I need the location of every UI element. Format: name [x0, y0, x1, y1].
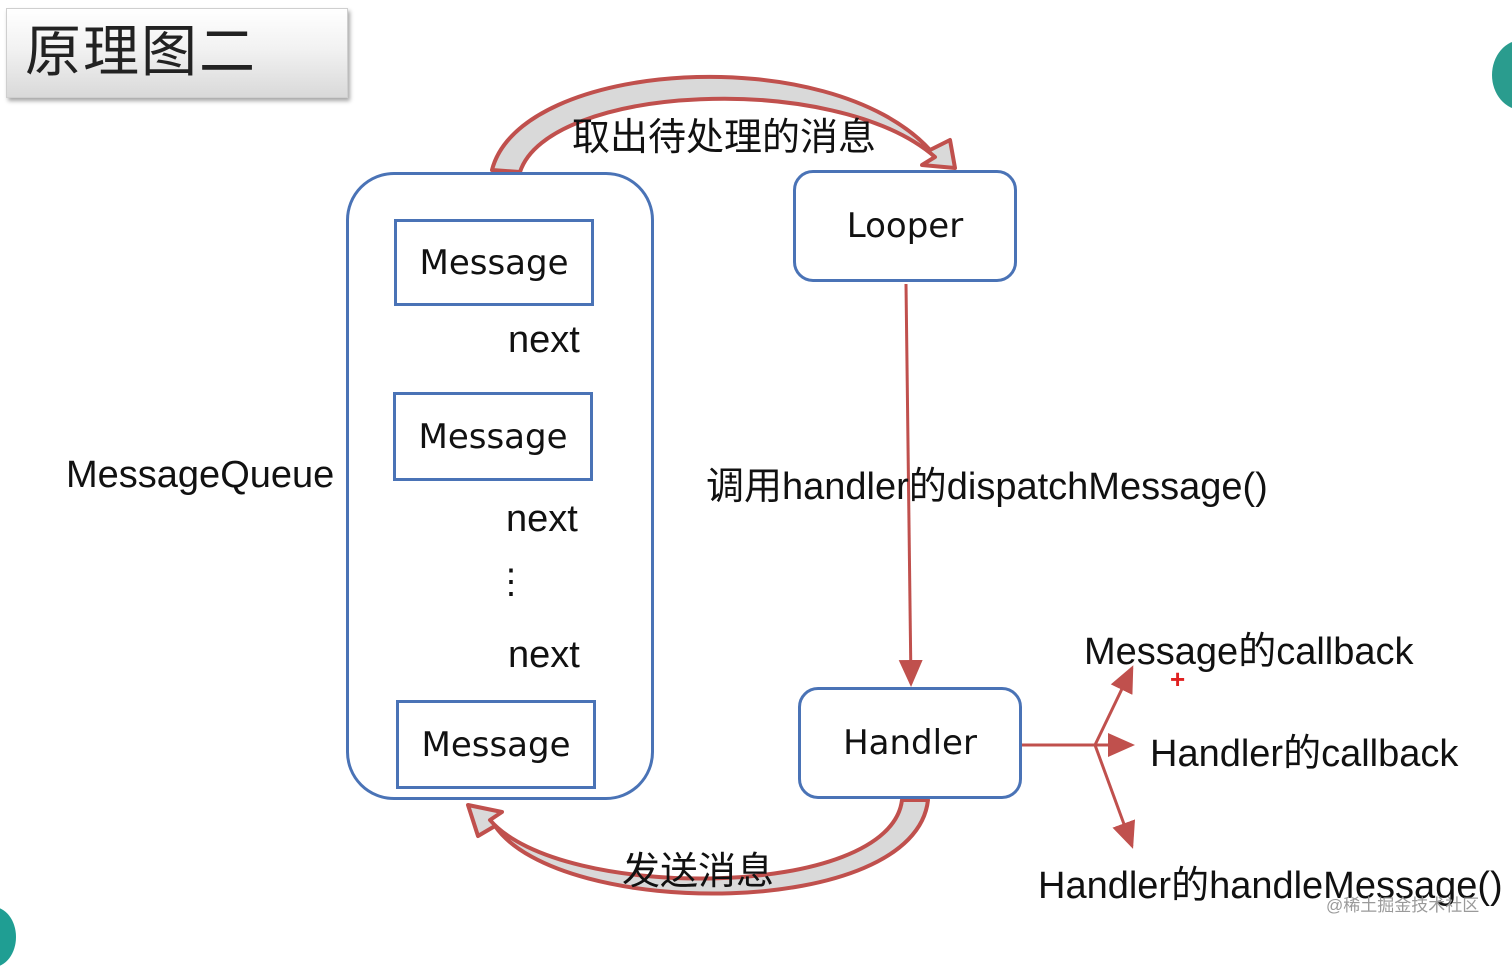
take-message-label: 取出待处理的消息 [572, 115, 877, 159]
next-label-3: next [508, 634, 580, 676]
message-queue-label: MessageQueue [66, 454, 335, 496]
looper-box: Looper [793, 170, 1017, 282]
handler-box: Handler [798, 687, 1022, 799]
watermark-text: @稀土掘金技术社区 [1326, 896, 1480, 915]
take-message-curved-arrow [490, 74, 957, 174]
message-box-1: Message [394, 219, 594, 306]
send-message-label: 发送消息 [622, 849, 775, 893]
message-box-3: Message [396, 700, 596, 789]
dispatch-arrow [898, 283, 923, 687]
corner-decoration-right [1492, 40, 1512, 110]
plus-sign: + [1170, 664, 1186, 694]
handle-message-label: Handler的handleMessage() [1038, 865, 1503, 907]
branch-arrow-message-callback [1093, 665, 1134, 746]
message-callback-label: Message的callback [1084, 631, 1414, 673]
next-label-2: next [506, 498, 578, 540]
next-label-1: next [508, 319, 580, 361]
message-box-2: Message [393, 392, 593, 481]
send-message-curved-arrow [466, 798, 930, 896]
dispatch-label: 调用handler的dispatchMessage() [706, 466, 1268, 508]
queue-ellipsis: ⋮ [494, 563, 528, 601]
handler-callback-label: Handler的callback [1150, 733, 1459, 775]
title-banner: 原理图二 [6, 8, 348, 98]
page-title: 原理图二 [25, 20, 257, 85]
branch-arrow-handle-message [1093, 744, 1136, 849]
